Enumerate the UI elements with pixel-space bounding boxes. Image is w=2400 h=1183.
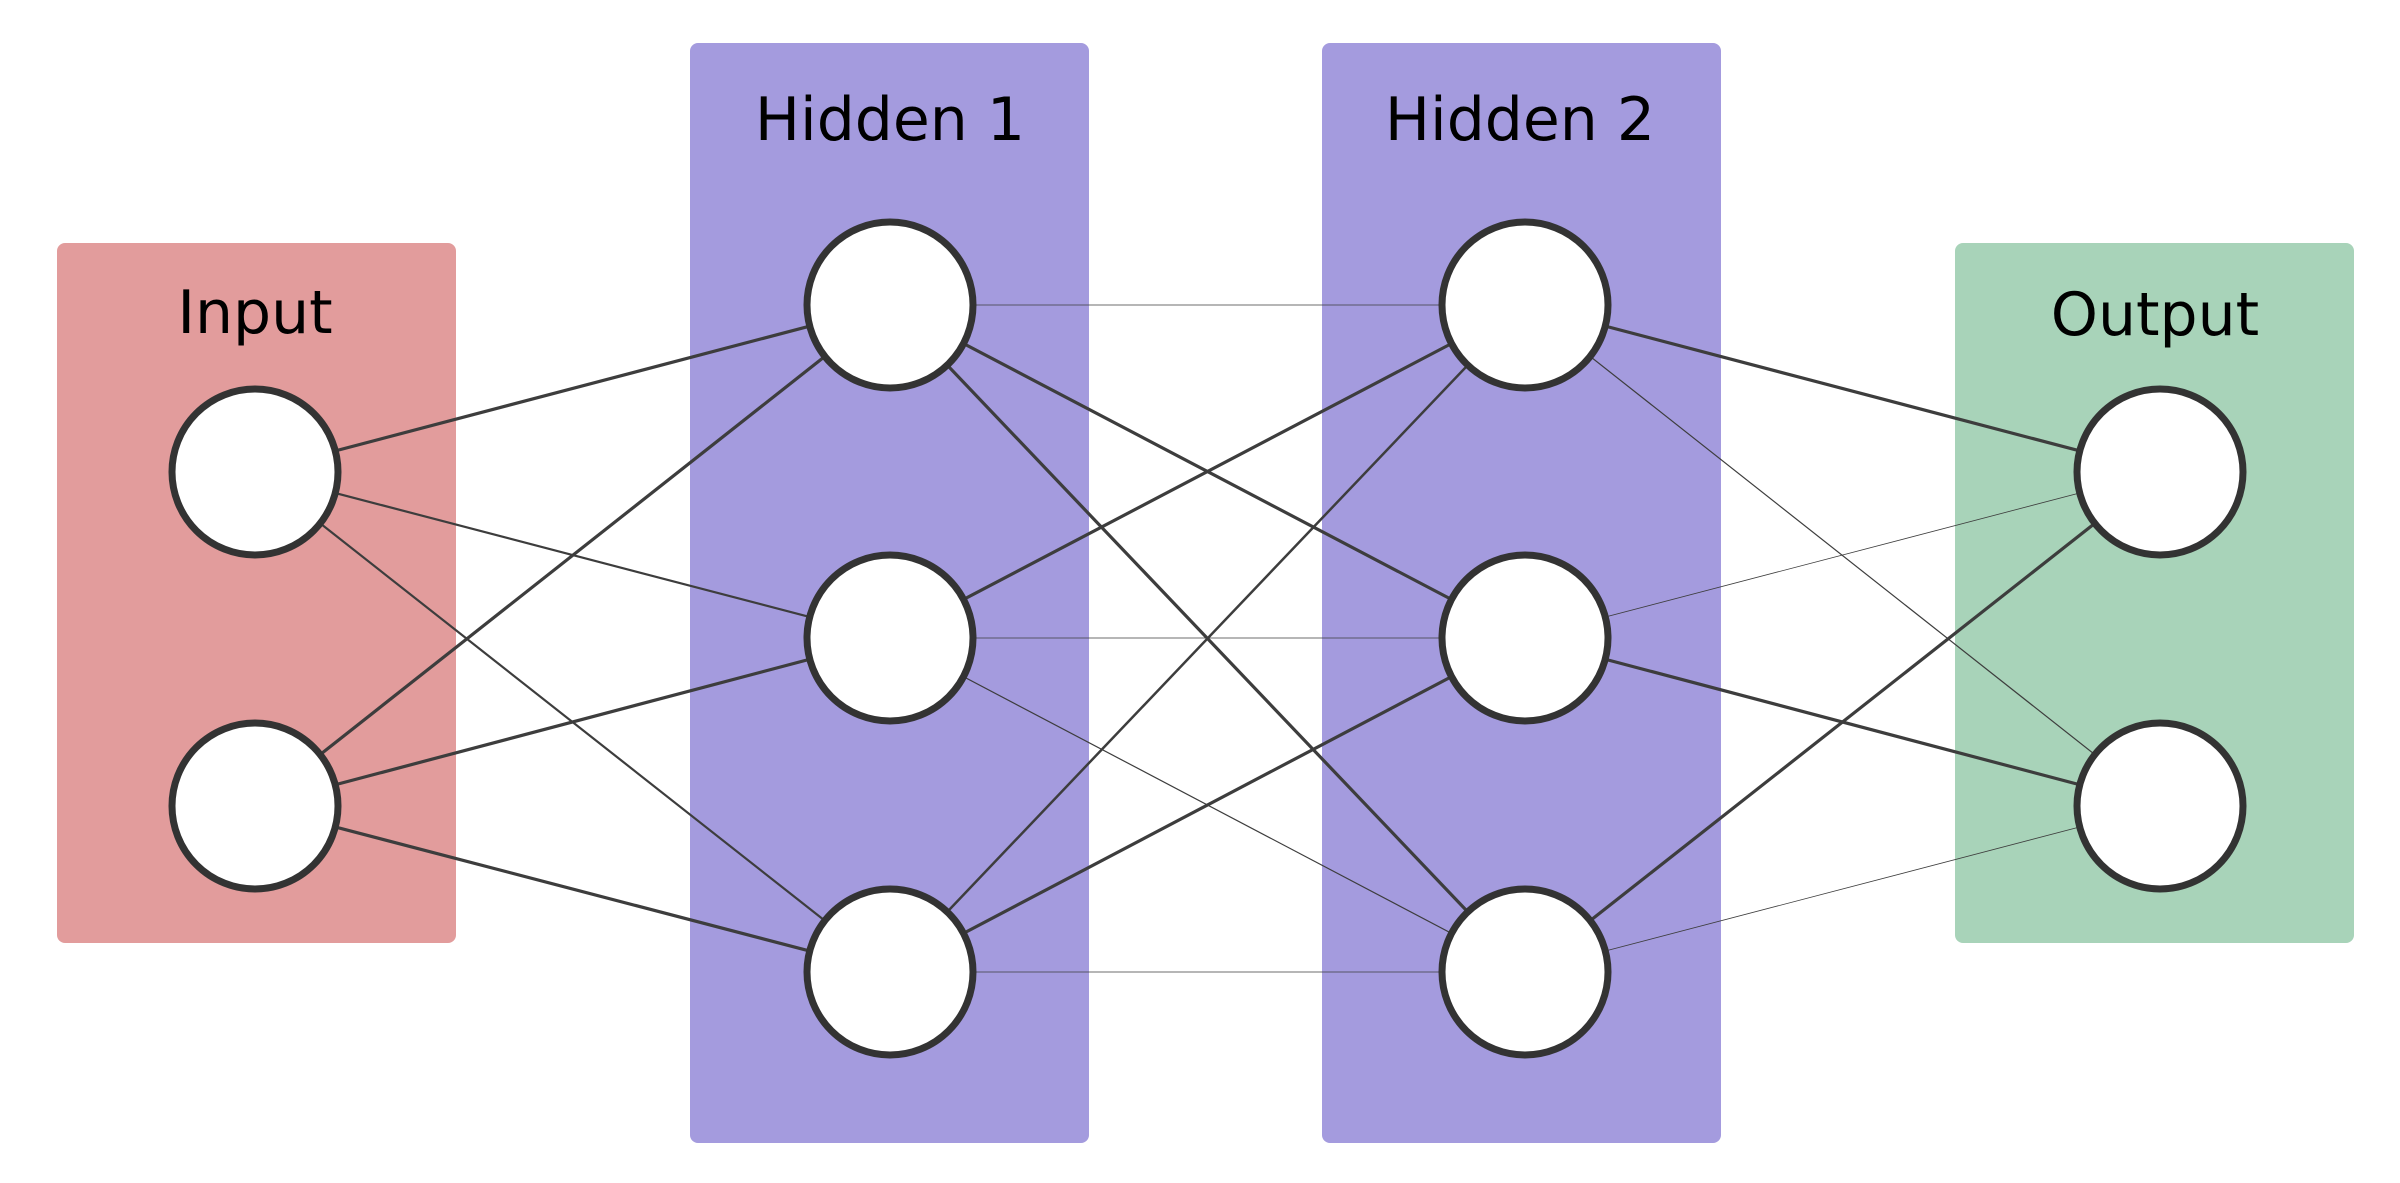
connection-line — [1524, 805, 2161, 973]
hidden-1-layer-label: Hidden 1 — [755, 85, 1025, 155]
hidden-2-neuron-2 — [1438, 551, 1612, 725]
input-neuron-2 — [168, 719, 342, 893]
hidden-1-neuron-1 — [803, 218, 977, 392]
input-layer-panel — [57, 243, 456, 943]
output-layer-label: Output — [2051, 280, 2259, 350]
hidden-1-neuron-2 — [803, 551, 977, 725]
connection-line — [254, 636, 891, 808]
connection-line — [889, 304, 1526, 973]
connections-group — [254, 303, 2161, 974]
connection-line — [1524, 303, 2161, 474]
connection-line — [254, 804, 891, 974]
input-neuron-1 — [168, 385, 342, 559]
hidden-2-layer-label: Hidden 2 — [1385, 85, 1655, 155]
connection-line — [1524, 470, 2161, 974]
connection-line — [254, 303, 891, 808]
connection-line — [254, 303, 891, 474]
input-layer-label: Input — [177, 278, 332, 348]
output-neuron-2 — [2073, 719, 2247, 893]
hidden-2-neuron-1 — [1438, 218, 1612, 392]
connection-line — [889, 636, 1526, 974]
connection-line — [1524, 471, 2161, 639]
output-layer-panel — [1955, 243, 2354, 943]
hidden-2-neuron-3 — [1438, 885, 1612, 1059]
neurons-group — [168, 218, 2247, 1059]
hidden-1-neuron-3 — [803, 885, 977, 1059]
connection-line — [889, 303, 1526, 640]
connection-line — [1524, 304, 2161, 807]
output-neuron-1 — [2073, 385, 2247, 559]
